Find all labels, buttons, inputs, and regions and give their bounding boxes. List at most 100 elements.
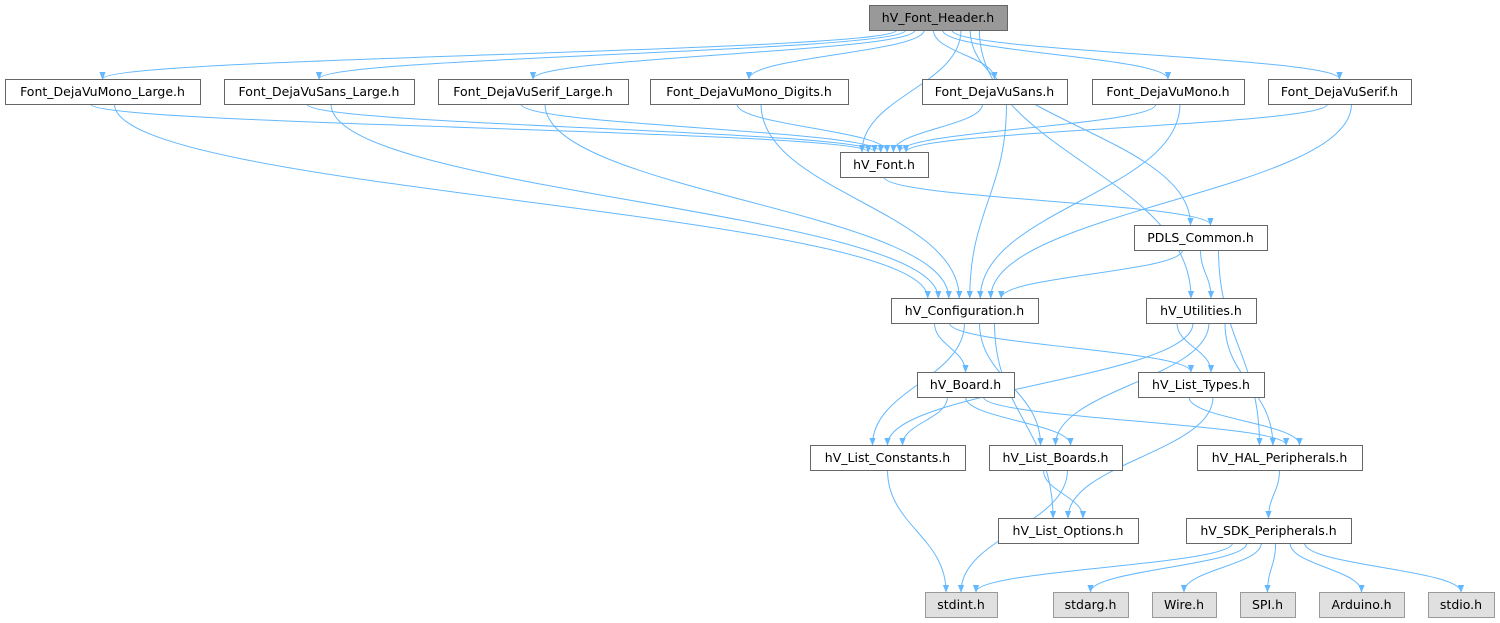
edge-hv-font-header-h-to-font-dejavumono-h (942, 29, 1172, 80)
node-font-dejavusans-h[interactable]: Font_DejaVuSans.h (922, 79, 1068, 105)
edge-hv-sdk-peripherals-h-to-stdint-h (972, 542, 1233, 593)
node-label: Font_DejaVuSerif_Large.h (453, 84, 613, 99)
edge-hv-configuration-h-to-hv-list-options-h (994, 322, 1057, 519)
edge-font-dejavumono-large-h-to-hv-configuration-h (114, 103, 931, 299)
edge-hv-sdk-peripherals-h-to-wire-h (1180, 542, 1262, 593)
edge-hv-font-header-h-to-font-dejavuserif-large-h (529, 29, 916, 80)
edge-font-dejavumono-h-to-hv-font-h (896, 103, 1157, 153)
node-box (869, 5, 1008, 31)
node-hv-font-header-h[interactable]: hV_Font_Header.h (869, 5, 1008, 31)
node-label: Font_DejaVuSans.h (935, 84, 1054, 99)
node-font-dejavumono-digits-h[interactable]: Font_DejaVuMono_Digits.h (650, 79, 849, 105)
node-box (810, 445, 966, 471)
node-label: Font_DejaVuMono_Large.h (20, 84, 185, 99)
edge-hv-sdk-peripherals-h-to-spi-h (1264, 542, 1277, 593)
node-label: hV_Font_Header.h (882, 10, 994, 25)
edge-pdls-common-h-to-hv-utilities-h (1200, 249, 1215, 299)
node-box (650, 79, 849, 105)
node-hv-hal-peripherals-h[interactable]: hV_HAL_Peripherals.h (1197, 445, 1363, 471)
edge-font-dejavumono-digits-h-to-hv-font-h (736, 103, 891, 153)
edge-font-dejavuserif-h-to-hv-configuration-h (987, 103, 1352, 299)
node-arduino-h: Arduino.h (1319, 592, 1405, 618)
node-font-dejavuserif-h[interactable]: Font_DejaVuSerif.h (1268, 79, 1412, 105)
node-box (925, 592, 998, 618)
edge-hv-configuration-h-to-hv-list-types-h (949, 322, 1195, 373)
node-font-dejavusans-large-h[interactable]: Font_DejaVuSans_Large.h (224, 79, 415, 105)
edge-hv-list-boards-h-to-hv-list-options-h (1043, 469, 1087, 519)
edge-hv-font-h-to-pdls-common-h (883, 176, 1214, 226)
node-label: stdio.h (1440, 597, 1482, 612)
node-box (989, 445, 1123, 471)
edge-hv-configuration-h-to-hv-board-h (934, 322, 969, 373)
node-label: Font_DejaVuMono_Digits.h (666, 84, 832, 99)
node-hv-sdk-peripherals-h[interactable]: hV_SDK_Peripherals.h (1186, 518, 1352, 544)
node-stdint-h: stdint.h (925, 592, 998, 618)
node-label: SPI.h (1252, 597, 1283, 612)
node-hv-utilities-h[interactable]: hV_Utilities.h (1146, 298, 1257, 324)
node-box (224, 79, 415, 105)
node-hv-font-h[interactable]: hV_Font.h (840, 152, 929, 178)
edge-font-dejavusans-large-h-to-hv-configuration-h (330, 103, 942, 299)
node-wire-h: Wire.h (1152, 592, 1217, 618)
node-hv-board-h[interactable]: hV_Board.h (917, 372, 1015, 398)
node-hv-configuration-h[interactable]: hV_Configuration.h (891, 298, 1039, 324)
edge-font-dejavusans-h-to-hv-configuration-h (966, 103, 1007, 299)
node-box (1053, 592, 1129, 618)
node-box (891, 298, 1039, 324)
node-label: hV_Configuration.h (905, 303, 1024, 318)
edge-hv-font-header-h-to-hv-utilities-h (978, 29, 1195, 299)
edge-font-dejavuserif-large-h-to-hv-configuration-h (544, 103, 952, 299)
edge-hv-sdk-peripherals-h-to-stdio-h (1304, 542, 1465, 593)
edge-layer (90, 29, 1465, 593)
node-hv-list-boards-h[interactable]: hV_List_Boards.h (989, 445, 1123, 471)
edge-hv-board-h-to-hv-hal-peripherals-h (983, 396, 1290, 446)
edge-hv-font-header-h-to-font-dejavusans-h (932, 29, 998, 80)
node-box (1092, 79, 1245, 105)
edge-hv-list-constants-h-to-stdint-h (887, 469, 950, 593)
node-label: hV_List_Types.h (1152, 377, 1250, 392)
node-box (438, 79, 629, 105)
edge-font-dejavuserif-h-to-hv-font-h (902, 103, 1328, 153)
node-font-dejavumono-large-h[interactable]: Font_DejaVuMono_Large.h (5, 79, 201, 105)
node-stdio-h: stdio.h (1428, 592, 1495, 618)
node-label: hV_HAL_Peripherals.h (1212, 450, 1348, 465)
node-label: stdint.h (937, 597, 985, 612)
node-label: hV_List_Constants.h (825, 450, 950, 465)
edge-hv-sdk-peripherals-h-to-stdarg-h (1087, 542, 1248, 593)
node-box (1186, 518, 1352, 544)
node-box (1197, 445, 1363, 471)
node-box (1152, 592, 1217, 618)
edge-hv-font-header-h-to-hv-font-h (858, 29, 962, 153)
edge-pdls-common-h-to-hv-hal-peripherals-h (1218, 249, 1263, 446)
node-label: stdarg.h (1065, 597, 1117, 612)
node-box (1268, 79, 1412, 105)
edge-hv-utilities-h-to-hv-list-types-h (1176, 322, 1215, 373)
node-label: hV_List_Boards.h (1003, 450, 1109, 465)
node-label: hV_Board.h (930, 377, 1001, 392)
node-box (917, 372, 1015, 398)
edge-hv-font-header-h-to-font-dejavumono-digits-h (745, 29, 925, 80)
edge-hv-font-header-h-to-pdls-common-h (969, 29, 1194, 226)
node-label: hV_SDK_Peripherals.h (1200, 523, 1336, 538)
node-box (1319, 592, 1405, 618)
node-font-dejavuserif-large-h[interactable]: Font_DejaVuSerif_Large.h (438, 79, 629, 105)
node-hv-list-types-h[interactable]: hV_List_Types.h (1138, 372, 1265, 398)
node-hv-list-constants-h[interactable]: hV_List_Constants.h (810, 445, 966, 471)
node-label: PDLS_Common.h (1147, 230, 1254, 245)
edge-font-dejavumono-large-h-to-hv-font-h (90, 103, 872, 153)
node-label: Font_DejaVuSerif.h (1281, 84, 1398, 99)
node-label: hV_List_Options.h (1013, 523, 1124, 538)
node-spi-h: SPI.h (1240, 592, 1296, 618)
node-box (1428, 592, 1495, 618)
node-label: Wire.h (1164, 597, 1204, 612)
edge-hv-font-header-h-to-font-dejavumono-large-h (99, 29, 898, 80)
node-box (998, 518, 1139, 544)
node-hv-list-options-h[interactable]: hV_List_Options.h (998, 518, 1139, 544)
edge-font-dejavuserif-large-h-to-hv-font-h (520, 103, 884, 153)
node-pdls-common-h[interactable]: PDLS_Common.h (1134, 225, 1268, 251)
edge-hv-sdk-peripherals-h-to-arduino-h (1289, 542, 1365, 593)
node-box (1134, 225, 1268, 251)
node-font-dejavumono-h[interactable]: Font_DejaVuMono.h (1092, 79, 1245, 105)
